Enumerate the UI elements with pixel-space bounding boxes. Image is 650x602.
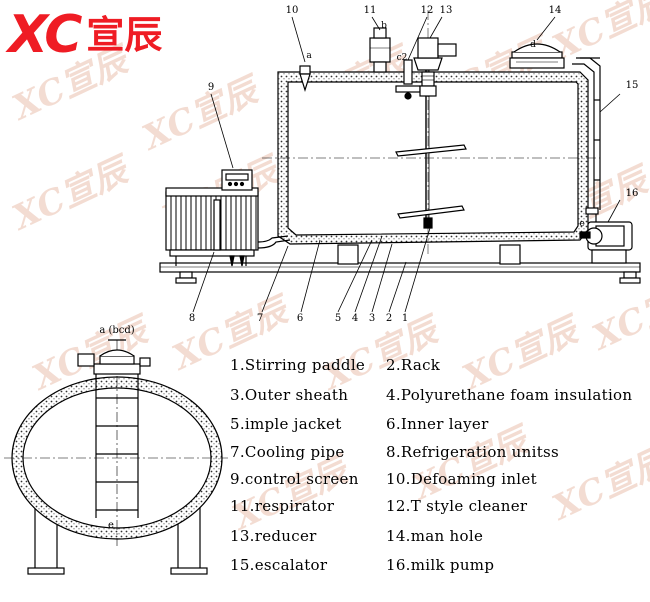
callout-3: 3 bbox=[369, 313, 375, 324]
callout-12: 12 bbox=[421, 5, 434, 16]
legend-item: 11.respirator bbox=[230, 497, 335, 515]
legend-item: 10.Defoaming inlet bbox=[386, 470, 537, 488]
callout-11: 11 bbox=[364, 5, 377, 16]
end-view-top-label: a (bcd) bbox=[99, 325, 134, 336]
logo-cjk: 宣辰 bbox=[86, 13, 163, 57]
milk-pump bbox=[579, 207, 633, 264]
legend-item: 8.Refrigeration unitss bbox=[386, 443, 560, 461]
watermark-mark: XC宣辰 bbox=[5, 149, 138, 239]
cooling-pipe bbox=[257, 235, 289, 243]
watermark-mark: XC宣辰 bbox=[545, 439, 650, 529]
callout-10: 10 bbox=[286, 5, 299, 16]
legend-item: 1.Stirring paddle bbox=[230, 356, 366, 374]
callout-16: 16 bbox=[626, 188, 639, 199]
side-view bbox=[159, 10, 641, 284]
callout-8: 8 bbox=[189, 313, 195, 324]
port-b: b bbox=[381, 21, 387, 31]
stirring-paddle-upper bbox=[395, 144, 467, 157]
stirring-paddle-lower bbox=[397, 205, 465, 219]
saddle-left bbox=[337, 244, 359, 265]
legend-item: 12.T style cleaner bbox=[386, 497, 528, 515]
man-hole bbox=[509, 43, 565, 69]
callout-15: 15 bbox=[626, 80, 639, 91]
legend-item: 16.milk pump bbox=[386, 556, 495, 574]
callout-2: 2 bbox=[386, 313, 392, 324]
base-frame bbox=[159, 262, 641, 273]
foot bbox=[619, 271, 641, 284]
port-a: a bbox=[306, 51, 312, 61]
legend-item: 13.reducer bbox=[230, 527, 317, 545]
end-view-top-fittings bbox=[77, 339, 151, 375]
port-e: e bbox=[579, 219, 584, 229]
callout-14: 14 bbox=[549, 5, 562, 16]
end-view-labels: a (bcd) e bbox=[99, 325, 134, 531]
legend-item: 3.Outer sheath bbox=[230, 386, 349, 404]
end-view bbox=[4, 339, 228, 575]
end-view-bottom-label: e bbox=[108, 520, 114, 531]
logo-latin: XC bbox=[8, 5, 82, 65]
leader-lines bbox=[192, 16, 621, 313]
brand-logo: XC 宣辰 bbox=[8, 6, 162, 64]
port-d: d bbox=[530, 40, 536, 50]
legend-item: 15.escalator bbox=[230, 556, 328, 574]
watermark-mark: XC宣辰 bbox=[225, 449, 358, 539]
legend-item: 7.Cooling pipe bbox=[230, 443, 345, 461]
callout-9: 9 bbox=[208, 82, 214, 93]
watermark-mark: XC宣辰 bbox=[135, 69, 268, 159]
legend-item: 5.imple jacket bbox=[230, 415, 342, 433]
legend-item: 2.Rack bbox=[386, 356, 441, 374]
legend-item: 6.Inner layer bbox=[386, 415, 489, 433]
saddle-right bbox=[499, 244, 521, 265]
callout-5: 5 bbox=[335, 313, 341, 324]
respirator bbox=[369, 27, 391, 73]
legend-item: 14.man hole bbox=[386, 527, 484, 545]
foot bbox=[175, 271, 197, 284]
callout-7: 7 bbox=[257, 313, 263, 324]
port-letters: a b c2 d e bbox=[306, 21, 584, 229]
legend-item: 4.Polyurethane foam insulation bbox=[386, 386, 633, 404]
callout-1: 1 bbox=[402, 313, 408, 324]
shaft-bearing bbox=[423, 217, 433, 229]
reducer bbox=[413, 37, 457, 97]
callout-13: 13 bbox=[440, 5, 453, 16]
callout-labels: 10 11 12 13 14 15 16 9 8 7 6 5 4 3 2 1 bbox=[189, 5, 639, 324]
inner-layer bbox=[287, 81, 579, 236]
port-c2: c2 bbox=[397, 53, 408, 63]
defoaming-inlet bbox=[299, 65, 311, 93]
end-view-ladder bbox=[95, 372, 139, 518]
legend-item: 9.control screen bbox=[230, 470, 359, 488]
callout-4: 4 bbox=[352, 313, 358, 324]
refrigeration-unit bbox=[165, 187, 259, 267]
escalator bbox=[572, 57, 601, 210]
control-screen bbox=[221, 169, 253, 191]
callout-6: 6 bbox=[297, 313, 303, 324]
